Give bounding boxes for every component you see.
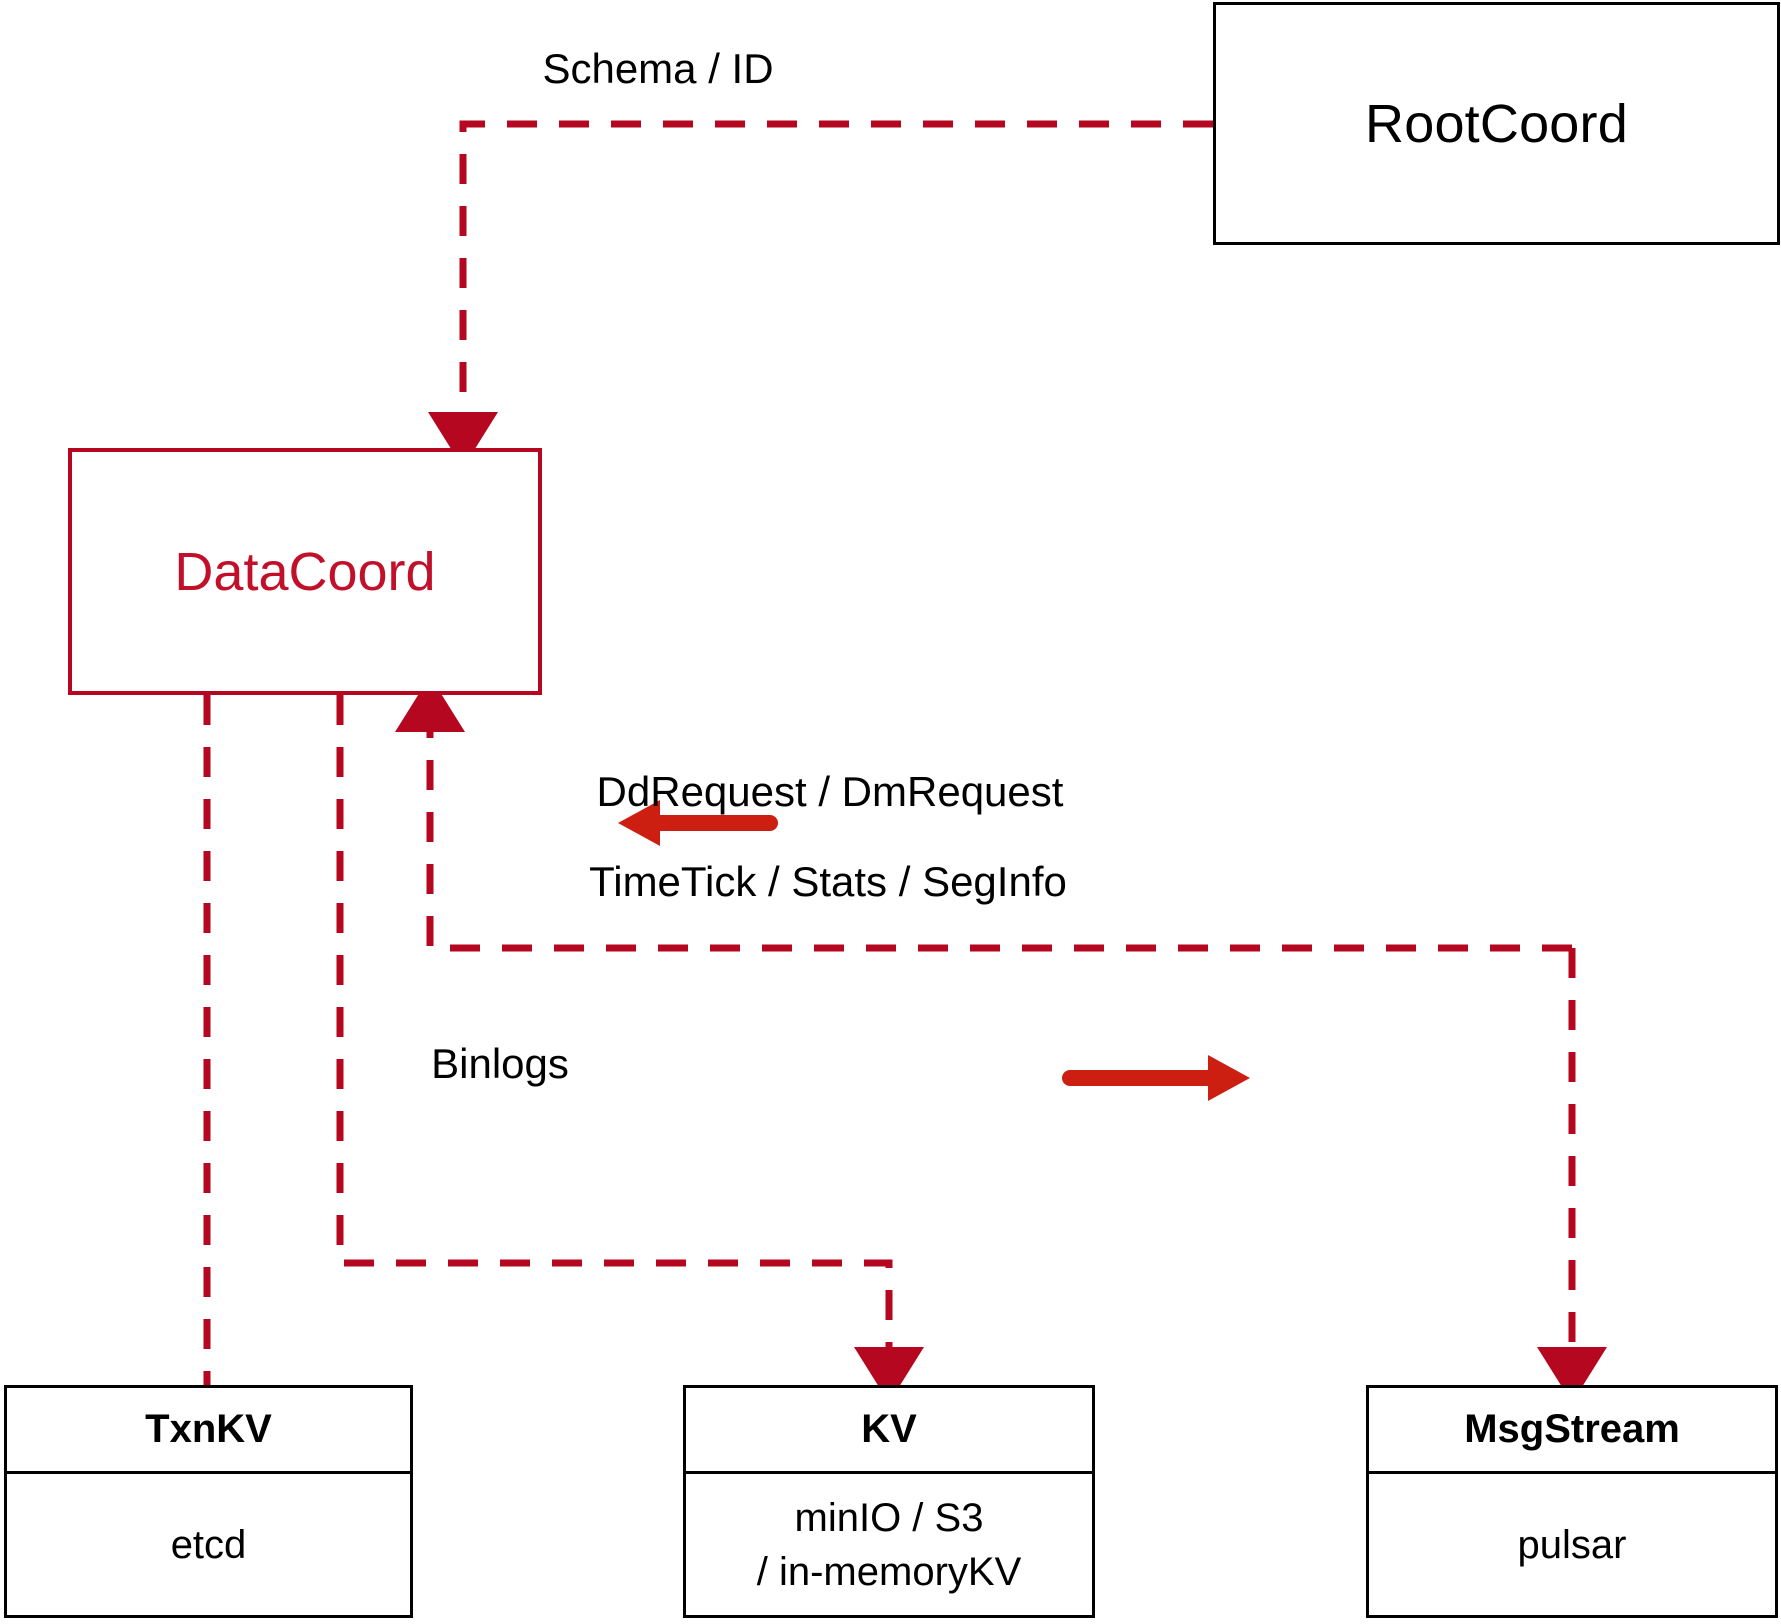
node-txnkv-title: TxnKV (7, 1388, 410, 1474)
node-kv-body: minIO / S3 / in-memoryKV (686, 1474, 1092, 1615)
node-txnkv[interactable]: TxnKV etcd (4, 1385, 413, 1618)
node-txnkv-line-1: etcd (170, 1522, 247, 1567)
inbound-arrow-icon (618, 800, 778, 846)
edge-binlogs (336, 695, 924, 1403)
node-msgstream[interactable]: MsgStream pulsar (1366, 1385, 1778, 1618)
node-kv-line-2: / in-memoryKV (756, 1549, 1022, 1594)
edge-schema-id (428, 120, 1213, 468)
node-msgstream-title: MsgStream (1369, 1388, 1775, 1474)
node-txnkv-body: etcd (7, 1474, 410, 1615)
node-kv-line-1: minIO / S3 (794, 1495, 984, 1540)
node-kv-title: KV (686, 1388, 1092, 1474)
edge-ddrequest-dmrequest (395, 676, 1572, 952)
edge-label-binlogs: Binlogs (431, 1040, 569, 1087)
node-msgstream-body: pulsar (1369, 1474, 1775, 1615)
edge-label-timetick-stats-seginfo: TimeTick / Stats / SegInfo (589, 858, 1067, 905)
node-datacoord[interactable]: DataCoord (68, 448, 542, 695)
node-kv[interactable]: KV minIO / S3 / in-memoryKV (683, 1385, 1095, 1618)
node-msgstream-line-1: pulsar (1517, 1522, 1627, 1567)
outbound-arrow-icon (1062, 1055, 1250, 1101)
edge-label-ddrequest-dmrequest: DdRequest / DmRequest (596, 768, 1064, 815)
node-rootcoord-label: RootCoord (1365, 93, 1628, 154)
node-datacoord-label: DataCoord (174, 541, 436, 602)
edge-label-schema-id: Schema / ID (542, 45, 774, 92)
node-rootcoord[interactable]: RootCoord (1213, 2, 1780, 245)
